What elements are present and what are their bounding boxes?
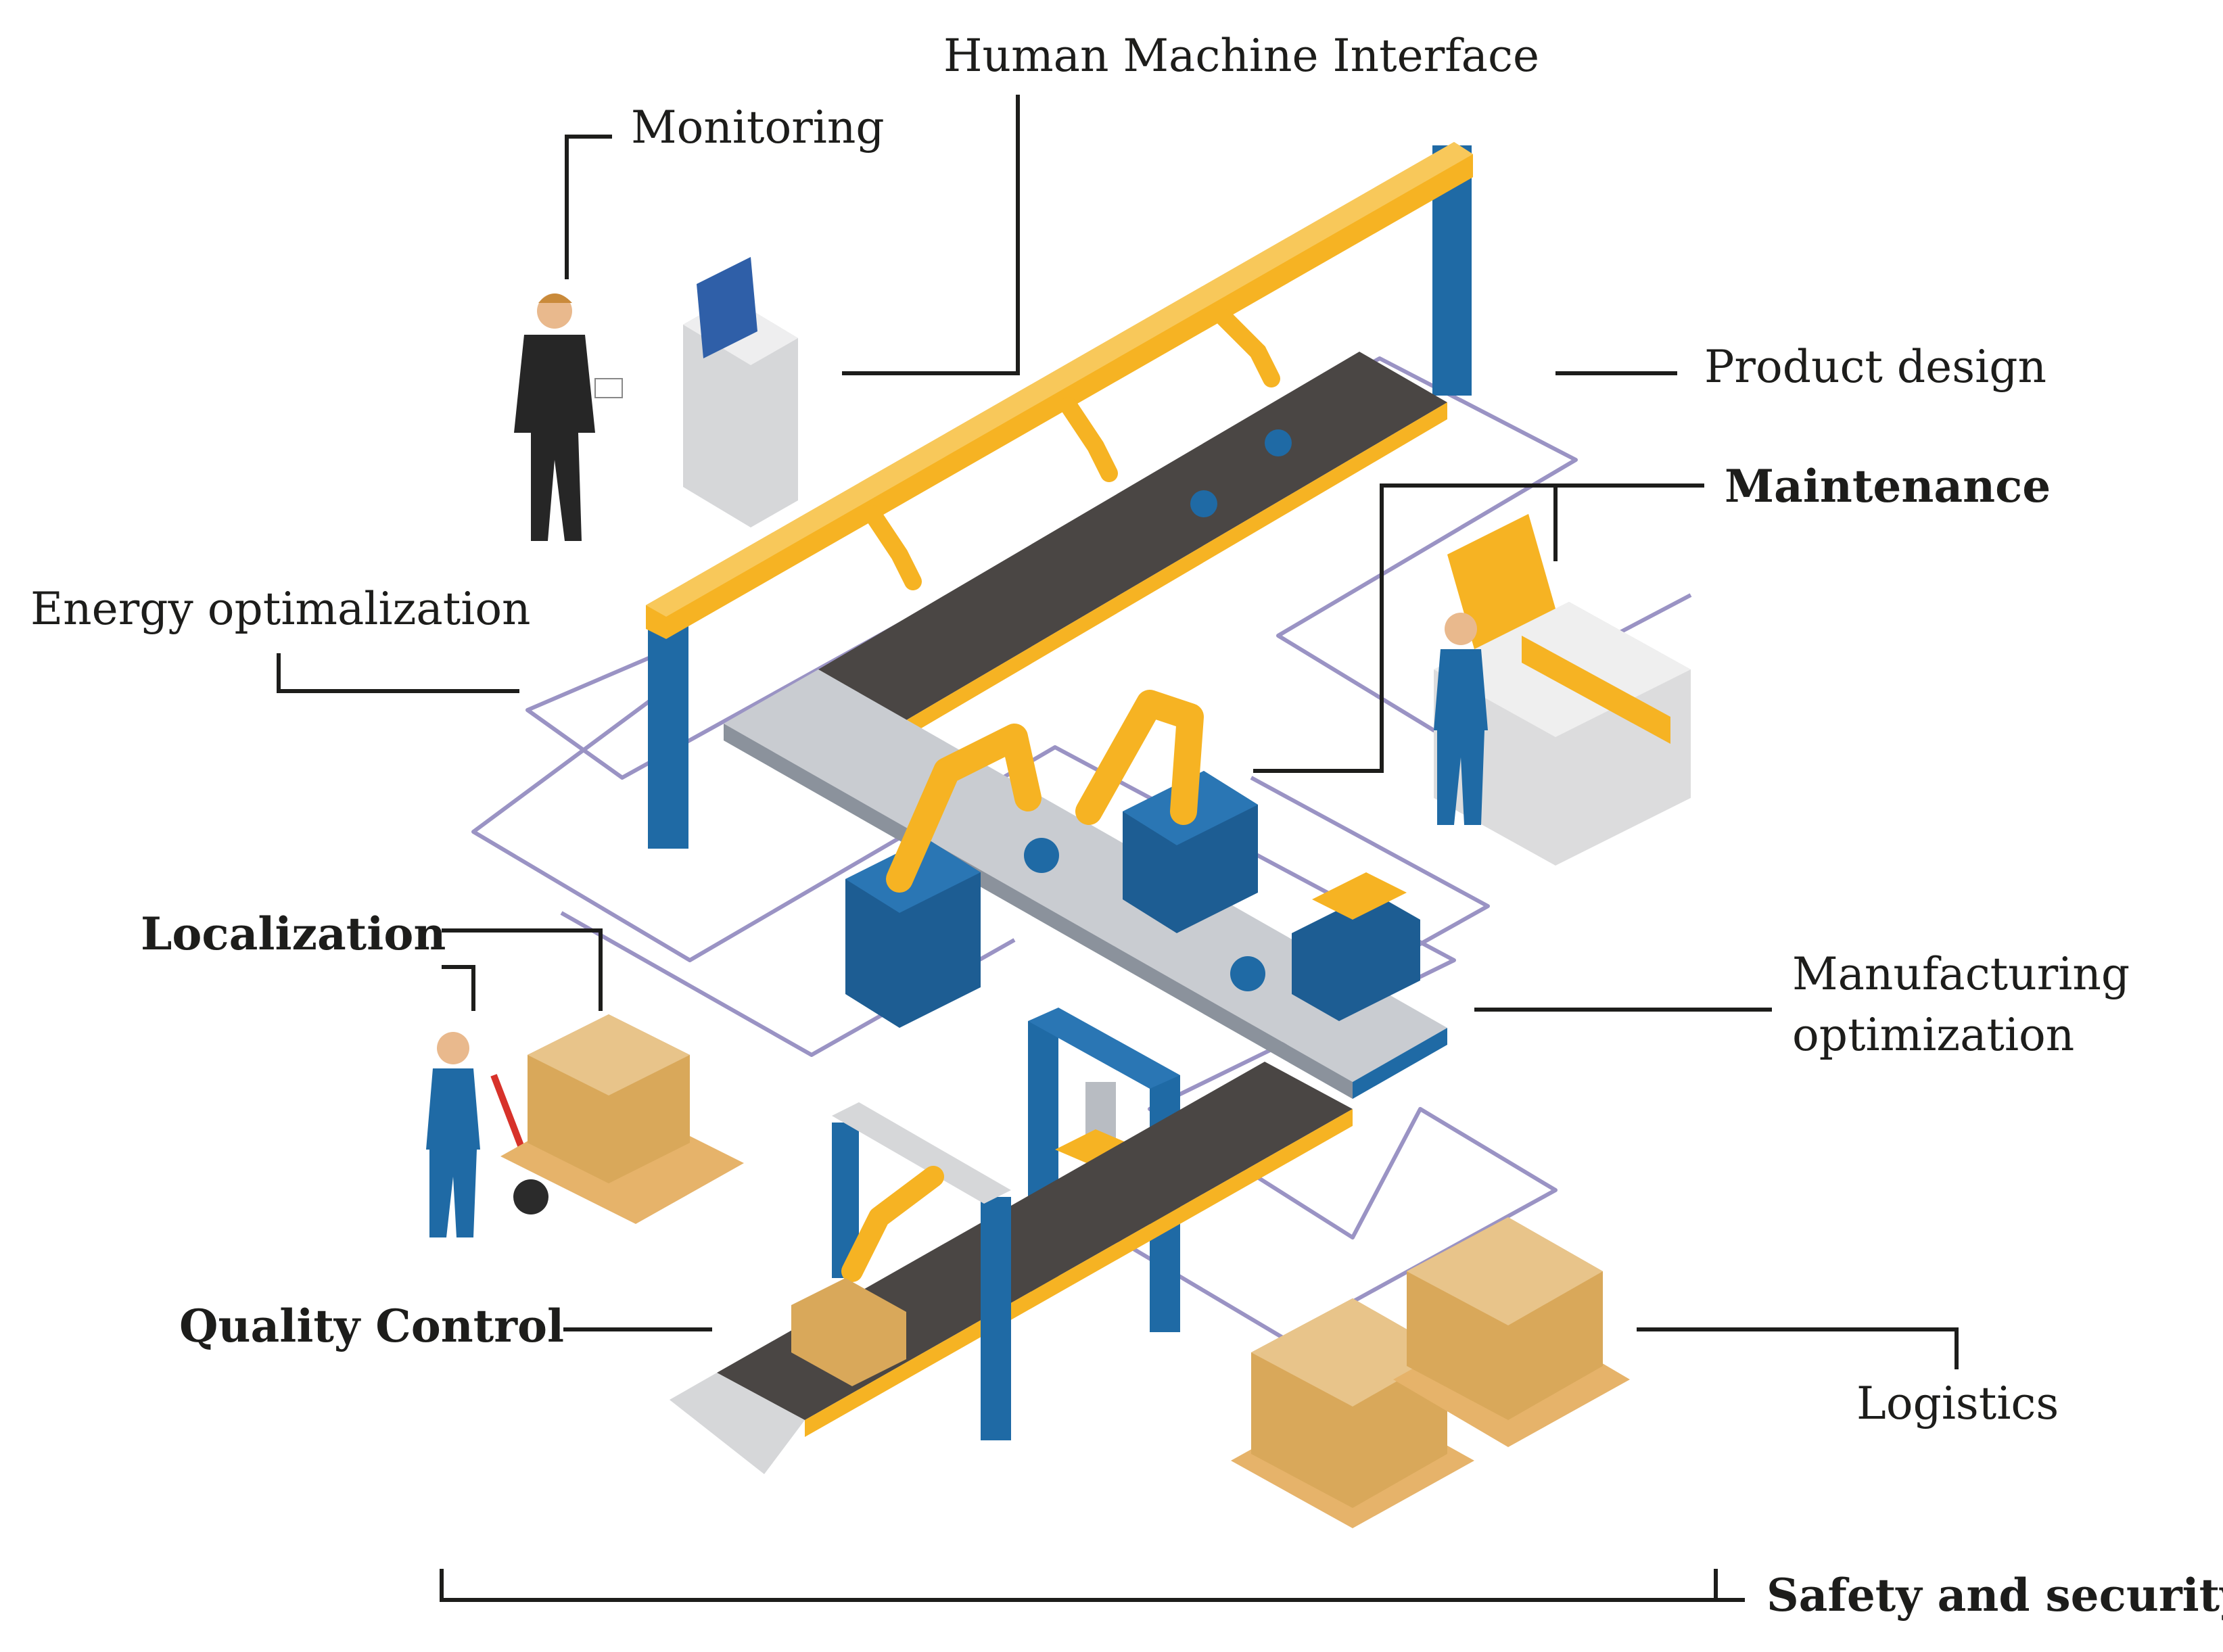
leader-localization-2 [442,965,475,1011]
leader-lines [277,95,1959,1602]
leader-safety [440,1569,1745,1602]
qc-robot-frame [791,1102,1011,1440]
leader-localization-1 [442,928,603,1011]
label-maintenance: Maintenance [1725,460,2051,513]
top-conveyor [724,309,1447,1099]
hmi-kiosk [683,257,798,527]
leader-monitoring [565,135,612,279]
leader-energy [277,653,519,693]
cnc-station [1292,872,1420,1021]
leader-logistics [1637,1327,1959,1369]
leader-maintenance-1 [1253,483,1555,773]
gantry-pillar-left [648,612,688,849]
label-manufacturing-1: Manufacturing [1792,948,2130,1000]
label-hmi: Human Machine Interface [943,30,1540,82]
label-monitoring: Monitoring [631,101,885,154]
leader-maintenance-2 [1553,483,1704,561]
label-safety: Safety and security [1766,1569,2223,1622]
robot-arm-left [845,724,1042,1028]
pallet-boxes-right [1231,1217,1630,1528]
qc-box [791,1278,906,1386]
pallet-boxes-left [500,1014,744,1224]
roller-conveyor [724,669,1447,1082]
label-logistics: Logistics [1856,1377,2059,1430]
label-manufacturing-2: optimization [1792,1009,2075,1061]
lathe-machine [1434,514,1691,866]
hmi-screen [697,257,757,358]
robot-arm-right [1075,690,1258,933]
maintenance-worker [1434,613,1488,825]
label-energy: Energy optimalization [30,583,531,635]
label-quality: Quality Control [179,1300,565,1352]
leader-hmi [842,95,1020,375]
label-product-design: Product design [1704,341,2046,393]
label-localization: Localization [141,907,446,960]
manager-figure [514,293,623,541]
top-gantry [646,142,1473,849]
top-conveyor-belt [818,352,1447,720]
